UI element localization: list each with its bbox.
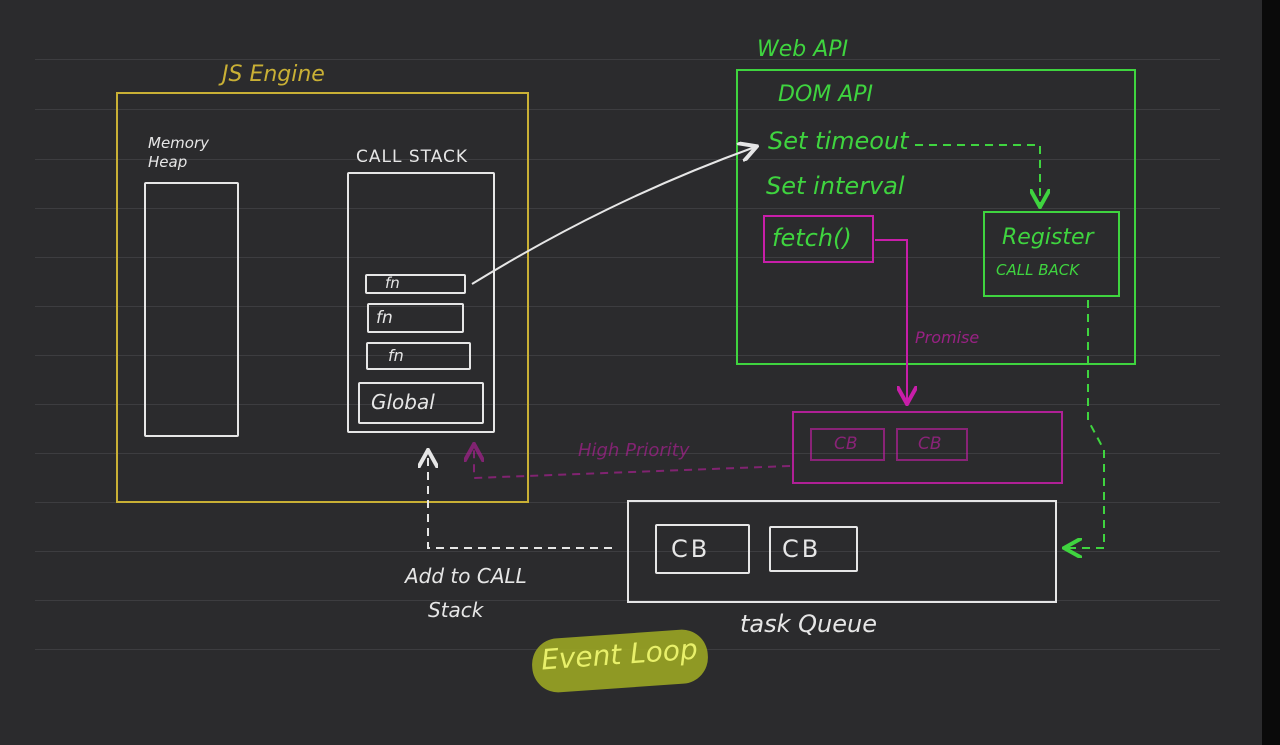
call-stack-title: CALL STACK xyxy=(356,147,469,167)
rule-line xyxy=(35,59,1220,60)
task-cb: CB xyxy=(769,526,858,572)
js-engine-title: JS Engine xyxy=(222,62,325,87)
high-priority-label: High Priority xyxy=(578,440,690,461)
stack-frame: fn xyxy=(365,274,466,294)
stack-frame-label: fn xyxy=(388,346,404,365)
stack-frame-label: fn xyxy=(385,274,400,292)
dom-api-label: DOM API xyxy=(778,82,874,107)
microtask-cb: CB xyxy=(896,428,968,461)
fetch-label: fetch() xyxy=(772,224,852,252)
call-stack-box xyxy=(347,172,495,433)
set-timeout-label: Set timeout xyxy=(768,127,909,155)
stack-frame-label: fn xyxy=(376,308,393,328)
microtask-cb-label: CB xyxy=(834,434,858,454)
register-label: Register xyxy=(1002,225,1094,250)
task-cb-label: CB xyxy=(782,535,822,563)
web-api-title: Web API xyxy=(757,37,849,62)
rule-line xyxy=(35,208,1220,209)
add-to-stack-line2: Stack xyxy=(428,598,484,622)
window-edge xyxy=(1262,0,1280,745)
rule-line xyxy=(35,355,1220,356)
microtask-cb-label: CB xyxy=(918,434,942,454)
web-api-box xyxy=(736,69,1136,365)
task-cb: CB xyxy=(655,524,750,574)
fetch-promise-arrow xyxy=(875,239,907,402)
register-to-task-queue-arrow xyxy=(1066,300,1105,548)
js-engine-box xyxy=(116,92,529,503)
add-to-stack-line1: Add to CALL xyxy=(405,564,527,588)
stack-frame: fn xyxy=(366,342,471,370)
task-cb-label: CB xyxy=(671,535,711,563)
rule-line xyxy=(35,257,1220,258)
call-arrow xyxy=(471,147,755,285)
microtask-queue-box xyxy=(792,411,1063,484)
rule-line xyxy=(35,404,1220,405)
stack-frame: fn xyxy=(367,303,464,333)
memory-heap-title: Memory Heap xyxy=(148,134,210,171)
high-priority-arrow xyxy=(474,446,791,480)
fetch-box xyxy=(763,215,874,263)
promise-label: Promise xyxy=(915,328,980,347)
memory-heap-box xyxy=(144,182,239,437)
rule-line xyxy=(35,109,1220,110)
rule-line xyxy=(35,453,1220,454)
rule-line xyxy=(35,306,1220,307)
task-queue-title: task Queue xyxy=(740,610,877,638)
set-interval-label: Set interval xyxy=(766,172,905,200)
add-to-stack-arrow xyxy=(428,452,612,549)
rule-line xyxy=(35,159,1220,160)
stack-frame-global: Global xyxy=(358,382,484,424)
microtask-cb: CB xyxy=(810,428,885,461)
register-callback-box xyxy=(983,211,1120,297)
stack-frame-label: Global xyxy=(371,390,435,414)
task-queue-box xyxy=(627,500,1057,603)
callback-label: CALL BACK xyxy=(996,261,1080,279)
timeout-to-register-arrow xyxy=(915,144,1040,205)
